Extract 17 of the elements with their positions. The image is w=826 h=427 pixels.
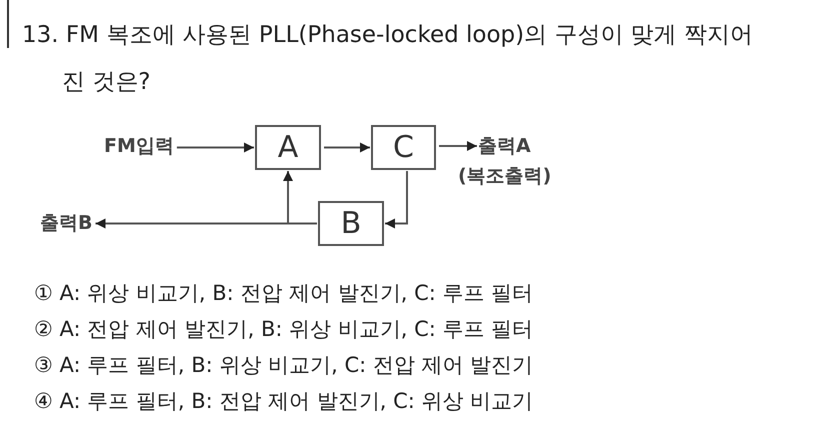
answer-option: ② A: 전압 제어 발진기, B: 위상 비교기, C: 루프 필터 xyxy=(34,315,534,343)
input-label: FM입력 xyxy=(104,133,174,159)
arrow xyxy=(385,171,408,228)
output-note: (복조출력) xyxy=(458,164,552,189)
block-box: A xyxy=(255,125,321,170)
answer-option: ① A: 위상 비교기, B: 전압 제어 발진기, C: 루프 필터 xyxy=(34,279,534,307)
output-label: 출력B xyxy=(40,210,92,236)
question-text: 13. FM 복조에 사용된 PLL(Phase-locked loop)의 구성이 맞게 짝지어진 것은? xyxy=(22,21,754,97)
arrow xyxy=(176,142,254,152)
arrow xyxy=(324,142,370,152)
answer-option: ③ A: 루프 필터, B: 위상 비교기, C: 전압 제어 발진기 xyxy=(34,351,534,379)
arrow xyxy=(439,141,477,151)
output-label: 출력A xyxy=(478,134,531,159)
block-box: B xyxy=(318,201,384,246)
arrow xyxy=(95,218,317,228)
block-box: C xyxy=(371,125,436,170)
answer-option: ④ A: 루프 필터, B: 전압 제어 발진기, C: 위상 비교기 xyxy=(34,387,534,415)
